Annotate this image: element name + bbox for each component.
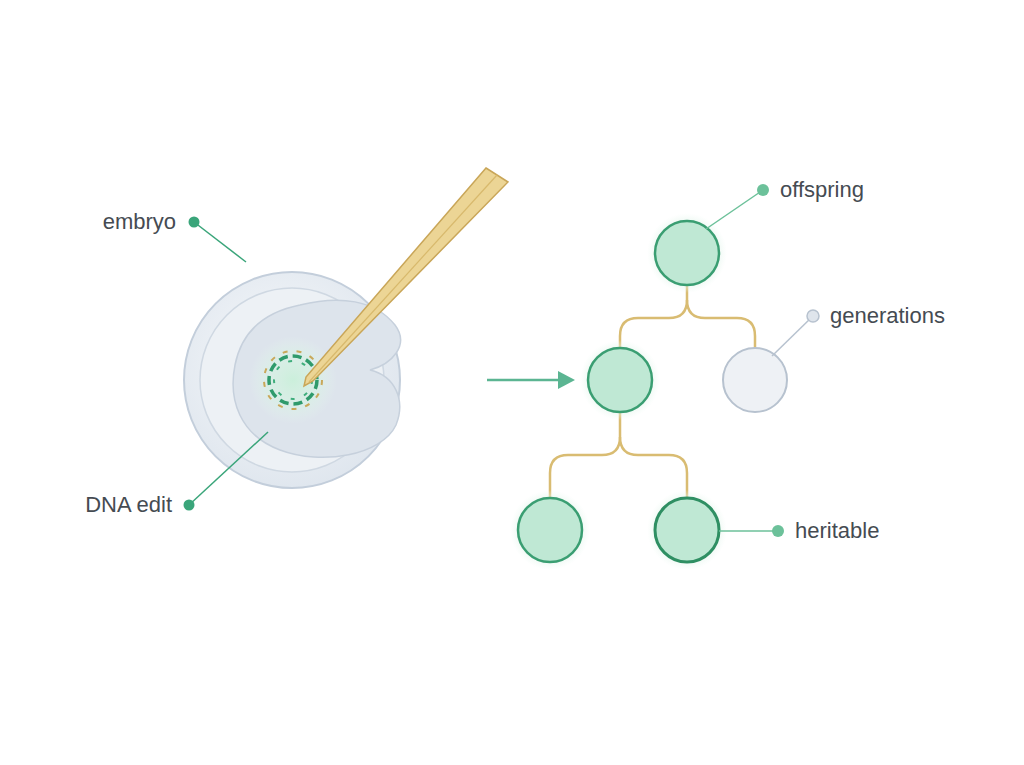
leader-dot [757, 184, 769, 196]
callout-label: offspring [780, 177, 864, 203]
callout-label: embryo [103, 209, 176, 235]
leader-line [719, 530, 778, 532]
leader-dot [772, 525, 784, 537]
callout-label: heritable [795, 518, 879, 544]
lineage-circles [510, 213, 787, 570]
leader-line [706, 190, 763, 229]
injection-needle [304, 168, 508, 386]
flow-arrow [487, 379, 560, 382]
callout-label: DNA edit [85, 492, 172, 518]
leader-dot [189, 217, 200, 228]
leader-line [189, 432, 268, 505]
edit-glow [249, 336, 337, 424]
leader-line [194, 222, 246, 262]
leader-dot [807, 310, 819, 322]
arrow-head [558, 371, 575, 389]
nucleus [233, 300, 400, 457]
needle-highlight [309, 175, 497, 382]
callout-label: generations [830, 303, 945, 329]
leader-dot [184, 500, 195, 511]
leader-line [772, 316, 813, 356]
